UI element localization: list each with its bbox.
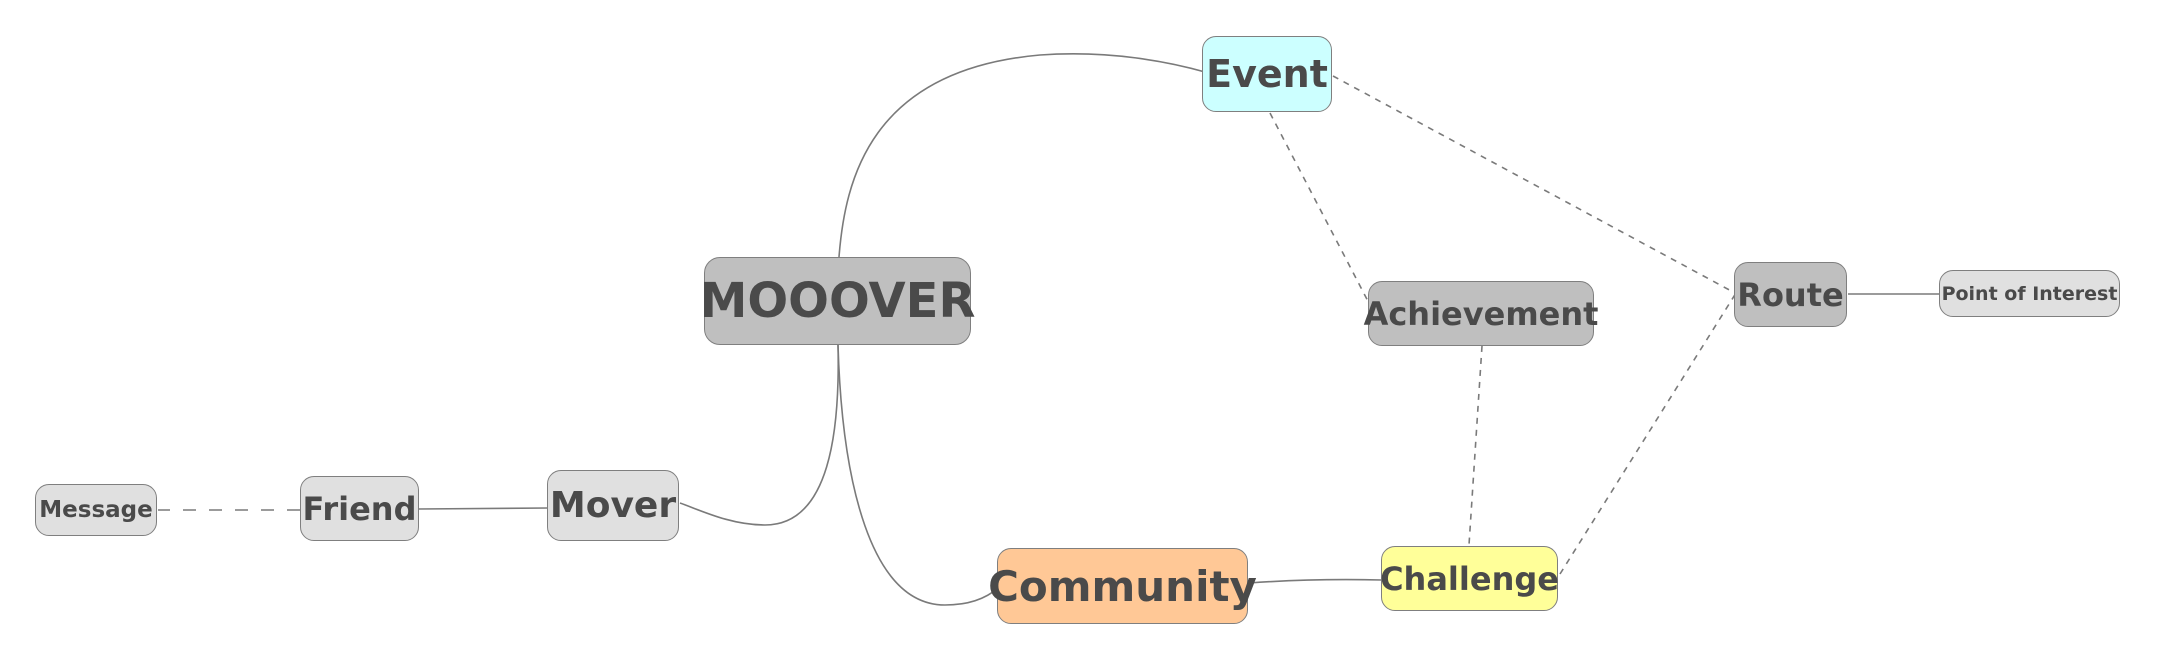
node-point-of-interest-label: Point of Interest [1941, 282, 2118, 305]
node-friend[interactable]: Friend [300, 476, 419, 541]
node-route-label: Route [1737, 275, 1844, 314]
edge-challenge-route [1559, 292, 1737, 575]
edge-event-achievement [1269, 112, 1372, 308]
edge-mover-friend [417, 507, 549, 510]
node-mover[interactable]: Mover [547, 470, 679, 541]
node-event-label: Event [1206, 52, 1328, 96]
edge-event-route [1332, 75, 1736, 294]
node-route[interactable]: Route [1734, 262, 1847, 327]
node-achievement-label: Achievement [1363, 294, 1599, 333]
node-achievement[interactable]: Achievement [1364, 281, 1598, 346]
node-friend-label: Friend [302, 489, 417, 528]
edge-achievement-challenge [1468, 345, 1483, 546]
node-message-label: Message [39, 497, 153, 523]
node-community[interactable]: Community [988, 548, 1257, 624]
edge-community-challenge [1248, 578, 1383, 584]
edge-root-community [837, 344, 999, 606]
node-community-label: Community [988, 561, 1257, 611]
node-event[interactable]: Event [1202, 36, 1332, 112]
node-challenge-label: Challenge [1380, 559, 1559, 598]
node-message[interactable]: Message [35, 484, 157, 536]
edge-root-mover [679, 344, 840, 526]
edge-root-event [838, 53, 1206, 258]
node-challenge[interactable]: Challenge [1380, 546, 1559, 611]
node-point-of-interest[interactable]: Point of Interest [1939, 270, 2120, 317]
node-mooover-label: MOOOVER [699, 273, 976, 329]
node-mover-label: Mover [549, 485, 677, 526]
node-mooover[interactable]: MOOOVER [700, 257, 975, 345]
